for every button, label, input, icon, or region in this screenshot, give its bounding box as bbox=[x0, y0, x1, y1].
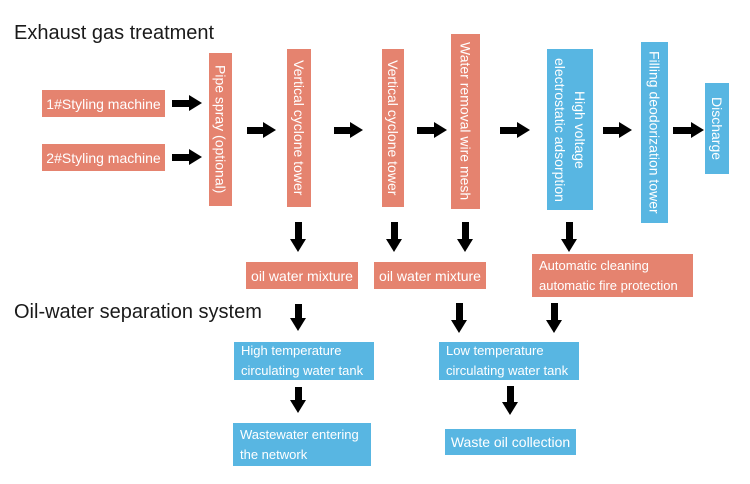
node-label: circulating water tank bbox=[241, 363, 364, 378]
arrow-right-cyclone2-to-water-mesh bbox=[417, 122, 447, 138]
node-label: Wastewater entering bbox=[240, 426, 359, 442]
node-low-temperature-circulating-water-tank: Low temperature circulating water tank bbox=[439, 342, 579, 380]
node-label: Pipe spray (optional) bbox=[212, 65, 229, 194]
node-label: Discharge bbox=[709, 96, 725, 161]
node-label: circulating water tank bbox=[446, 363, 569, 378]
node-label: High voltage bbox=[572, 90, 588, 169]
node-high-temperature-circulating-water-tank: High temperature circulating water tank bbox=[234, 342, 374, 380]
node-oil-water-mixture-1: oil water mixture bbox=[246, 262, 358, 289]
node-label: Vertical cyclone tower bbox=[291, 60, 307, 196]
arrow-down-cyclone2-to-oil-mix2 bbox=[386, 222, 402, 252]
node-water-removal-wire-mesh: Water removal wire mesh bbox=[451, 34, 480, 209]
section-title-exhaust-gas-treatment: Exhaust gas treatment bbox=[14, 22, 215, 44]
node-wastewater-entering-network: Wastewater entering the network bbox=[233, 423, 371, 466]
node-pipe-spray: Pipe spray (optional) bbox=[209, 53, 232, 206]
arrow-down-auto-clean-to-low-temp-tank bbox=[546, 303, 562, 333]
node-oil-water-mixture-2: oil water mixture bbox=[374, 262, 486, 289]
node-label: Filling deodorization tower bbox=[646, 51, 663, 214]
node-waste-oil-collection: Waste oil collection bbox=[445, 429, 576, 455]
node-label: Low temperature bbox=[446, 343, 544, 358]
node-filling-deodorization-tower: Filling deodorization tower bbox=[641, 42, 668, 223]
arrow-down-oil-mix2-to-low-temp-tank bbox=[451, 303, 467, 333]
node-label: Vertical cyclone tower bbox=[385, 60, 401, 196]
arrow-down-oil-mix1-to-high-temp-tank bbox=[290, 304, 306, 331]
node-styling-machine-2: 2#Styling machine bbox=[42, 144, 165, 171]
node-vertical-cyclone-tower-2: Vertical cyclone tower bbox=[382, 49, 404, 207]
arrow-right-pipe-spray-to-cyclone1 bbox=[247, 122, 276, 138]
arrow-right-cyclone1-to-cyclone2 bbox=[334, 122, 363, 138]
arrow-down-water-mesh-to-oil-mix2 bbox=[457, 222, 473, 252]
arrow-right-styling2-to-pipe-spray bbox=[172, 149, 202, 165]
node-styling-machine-1: 1#Styling machine bbox=[42, 90, 165, 117]
arrow-right-deodorization-to-discharge bbox=[673, 122, 704, 138]
arrow-down-high-temp-tank-to-wastewater bbox=[290, 387, 306, 413]
node-label: automatic fire protection bbox=[539, 277, 678, 293]
section-title-oil-water-separation: Oil-water separation system bbox=[14, 301, 262, 323]
node-label: Water removal wire mesh bbox=[457, 42, 474, 201]
node-label: High temperature bbox=[241, 343, 342, 358]
node-label: the network bbox=[240, 446, 308, 462]
arrow-right-styling1-to-pipe-spray bbox=[172, 95, 202, 111]
node-discharge: Discharge bbox=[705, 83, 729, 174]
arrow-down-high-voltage-to-auto-clean bbox=[561, 222, 577, 252]
arrow-right-water-mesh-to-high-voltage bbox=[500, 122, 530, 138]
node-vertical-cyclone-tower-1: Vertical cyclone tower bbox=[287, 49, 311, 207]
node-label: electrostatic adsorption bbox=[552, 57, 568, 202]
arrow-down-cyclone1-to-oil-mix1 bbox=[290, 222, 306, 252]
node-label: Automatic cleaning bbox=[539, 257, 649, 273]
node-high-voltage-electrostatic-adsorption: High voltage electrostatic adsorption bbox=[547, 49, 593, 210]
arrow-down-low-temp-tank-to-waste-oil bbox=[502, 386, 518, 415]
node-automatic-cleaning-fire-protection: Automatic cleaning automatic fire protec… bbox=[532, 254, 693, 297]
arrow-right-high-voltage-to-deodorization bbox=[603, 122, 632, 138]
